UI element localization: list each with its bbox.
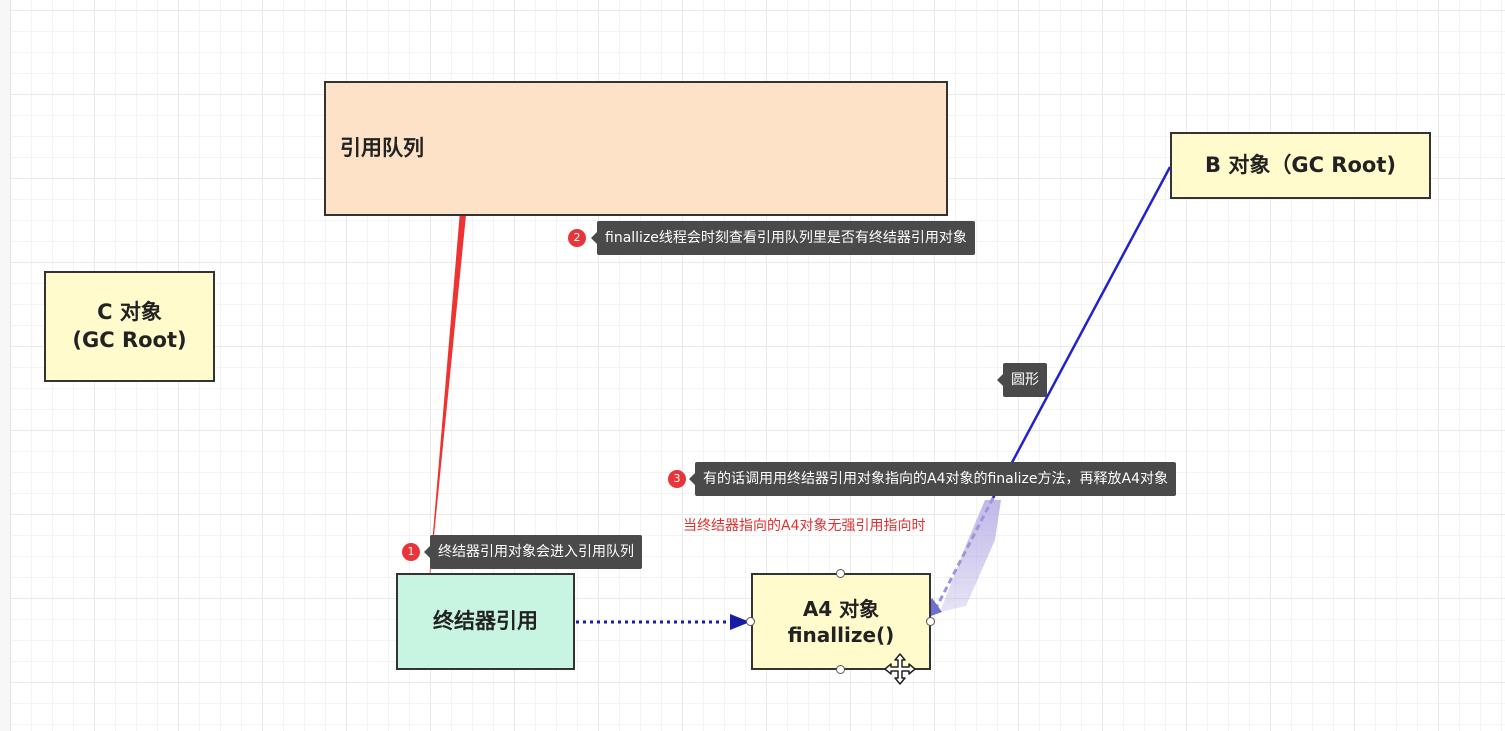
- finalizer-reference-label: 终结器引用: [433, 608, 538, 633]
- step1-text: 终结器引用对象会进入引用队列: [438, 544, 634, 560]
- c-object-label: C 对象 (GC Root): [72, 300, 187, 352]
- step2-text: finallize线程会时刻查看引用队列里是否有终结器引用对象: [605, 230, 967, 246]
- a4-handle-top[interactable]: [836, 569, 845, 578]
- step3-text: 有的话调用用终结器引用对象指向的A4对象的finalize方法，再释放A4对象: [703, 471, 1168, 487]
- a4-handle-left[interactable]: [746, 617, 755, 626]
- step3-tooltip: 有的话调用用终结器引用对象指向的A4对象的finalize方法，再释放A4对象: [689, 462, 1176, 496]
- finalizer-to-a4-arrow[interactable]: [576, 614, 750, 630]
- hover-tooltip: 圆形: [997, 363, 1047, 397]
- finalizer-reference-node[interactable]: 终结器引用: [396, 573, 575, 670]
- condition-label: 当终结器指向的A4对象无强引用指向时: [683, 518, 926, 534]
- hover-tooltip-text: 圆形: [1011, 372, 1039, 388]
- reference-queue-node[interactable]: 引用队列: [324, 81, 948, 216]
- canvas-left-edge: [0, 0, 11, 731]
- reference-queue-label: 引用队列: [340, 135, 424, 160]
- step2-tooltip: finallize线程会时刻查看引用队列里是否有终结器引用对象: [591, 221, 975, 255]
- a4-handle-right[interactable]: [926, 617, 935, 626]
- a4-object-label: A4 对象 finallize(): [787, 596, 895, 647]
- c-object-node[interactable]: C 对象 (GC Root): [44, 271, 215, 382]
- a4-handle-bottom[interactable]: [836, 665, 845, 674]
- step-badge-1: 1: [402, 543, 420, 561]
- b-object-node[interactable]: B 对象（GC Root): [1170, 132, 1431, 199]
- step1-tooltip: 终结器引用对象会进入引用队列: [424, 535, 642, 569]
- step-badge-2: 2: [568, 229, 586, 247]
- b-object-label: B 对象（GC Root): [1205, 152, 1396, 177]
- b-root-to-a4-line[interactable]: [920, 166, 1172, 620]
- step-badge-3: 3: [668, 470, 686, 488]
- move-cursor-icon: [884, 653, 916, 685]
